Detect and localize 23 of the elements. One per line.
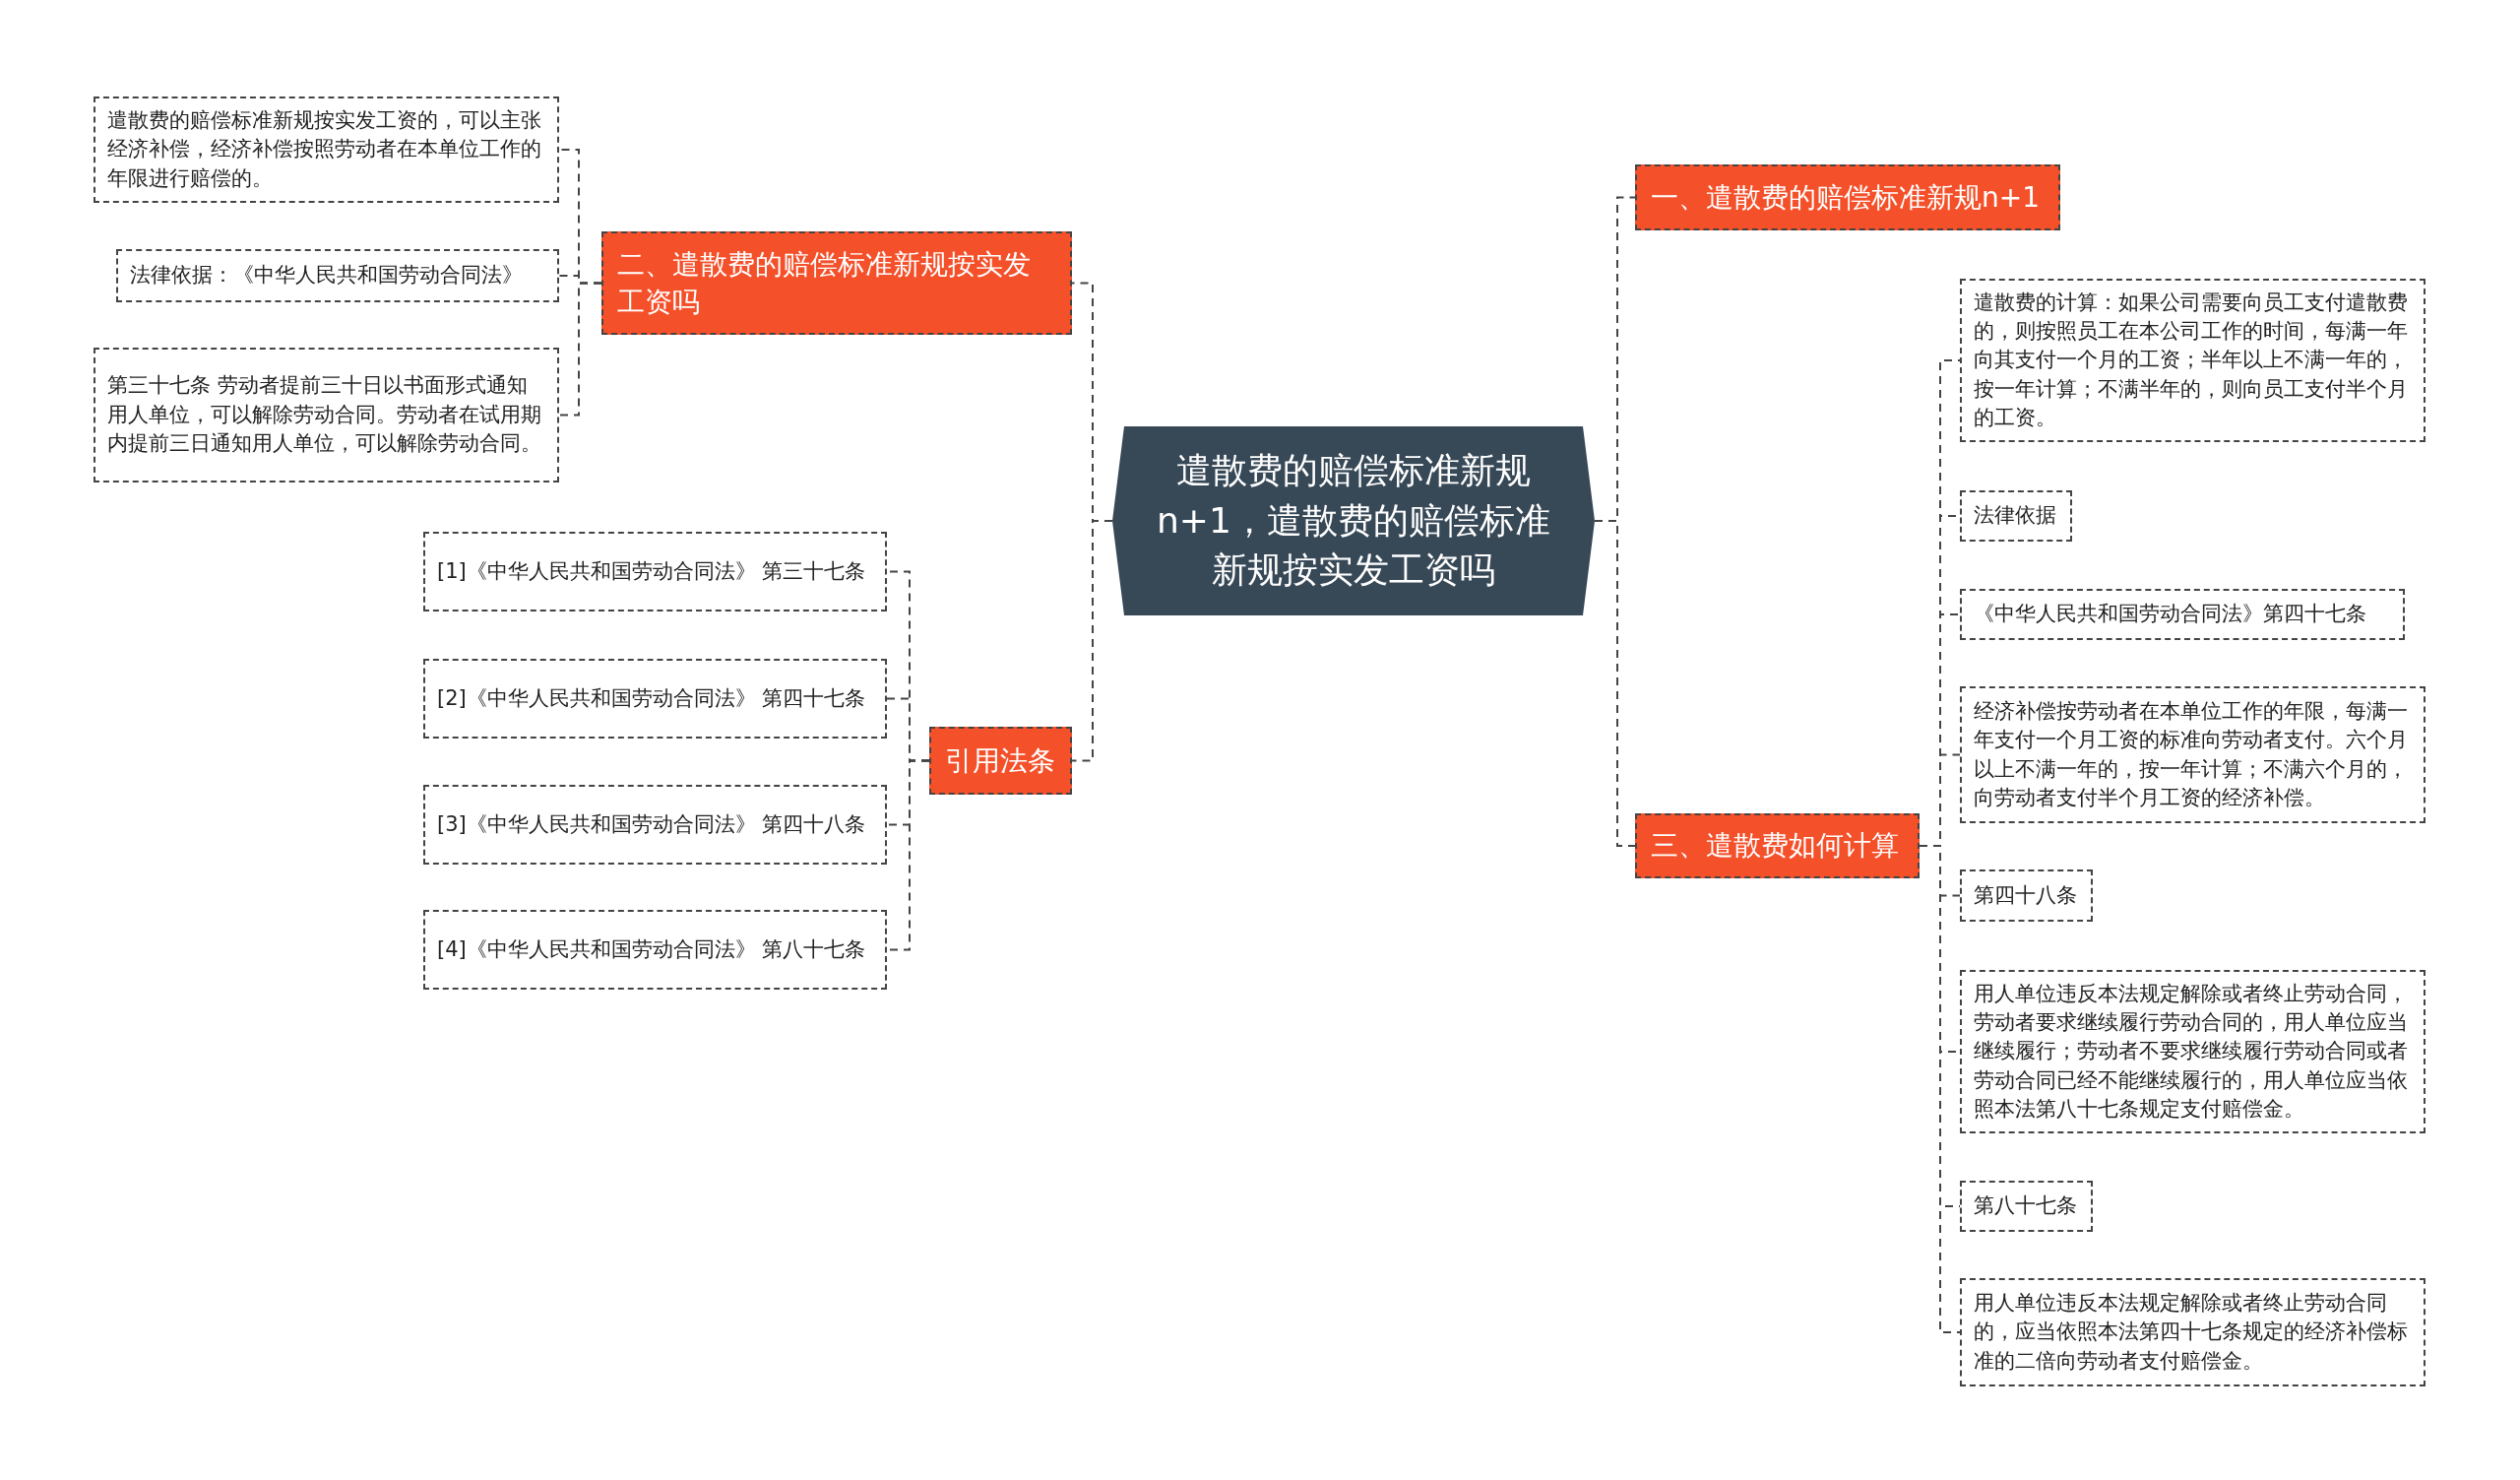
connector-line <box>1071 520 1113 762</box>
text-box: 经济补偿按劳动者在本单位工作的年限，每满一年支付一个月工资的标准向劳动者支付。六个月以上不满一年的，按一年计算；不满六个月的，向劳动者支付半个月工资的经济补偿。 <box>1960 686 2426 823</box>
connector-line <box>558 282 602 417</box>
text-box: 第八十七条 <box>1960 1181 2093 1232</box>
text-box: 法律依据：《中华人民共和国劳动合同法》 <box>116 249 559 302</box>
text-box: 法律依据 <box>1960 490 2072 542</box>
branch-box: 一、遣散费的赔偿标准新规n+1 <box>1635 164 2060 230</box>
text-box: 遣散费的赔偿标准新规按实发工资的，可以主张经济补偿，经济补偿按照劳动者在本单位工作的年限进行赔偿的。 <box>94 97 559 203</box>
text-box: 第三十七条 劳动者提前三十日以书面形式通知用人单位，可以解除劳动合同。劳动者在试用期内提前三日通知用人单位，可以解除劳动合同。 <box>94 348 559 483</box>
text-box: 用人单位违反本法规定解除或者终止劳动合同的，应当依照本法第四十七条规定的经济补偿标准的二倍向劳动者支付赔偿金。 <box>1960 1278 2426 1386</box>
text-box: 《中华人民共和国劳动合同法》第四十七条 <box>1960 589 2405 640</box>
text-box: 第四十八条 <box>1960 869 2093 922</box>
text-box: [3]《中华人民共和国劳动合同法》 第四十八条 <box>423 785 887 865</box>
branch-box: 三、遣散费如何计算 <box>1635 813 1920 878</box>
branch-box: 二、遣散费的赔偿标准新规按实发工资吗 <box>601 231 1072 335</box>
text-box: [1]《中华人民共和国劳动合同法》 第三十七条 <box>423 532 887 611</box>
central-topic: 遣散费的赔偿标准新规n+1，遣散费的赔偿标准新规按实发工资吗 <box>1112 426 1595 615</box>
connector-line <box>1594 520 1636 847</box>
branch-box: 引用法条 <box>929 727 1072 795</box>
text-box: [4]《中华人民共和国劳动合同法》 第八十七条 <box>423 910 887 990</box>
text-box: [2]《中华人民共和国劳动合同法》 第四十七条 <box>423 659 887 739</box>
text-box: 遣散费的计算：如果公司需要向员工支付遣散费的，则按照员工在本公司工作的时间，每满一年向其支付一个月的工资；半年以上不满一年的，按一年计算；不满半年的，则向员工支付半个月的工资。 <box>1960 279 2426 442</box>
text-box: 用人单位违反本法规定解除或者终止劳动合同，劳动者要求继续履行劳动合同的，用人单位应当继续履行；劳动者不要求继续履行劳动合同或者劳动合同已经不能继续履行的，用人单位应当依照本法第八十七条规定支付赔偿金。 <box>1960 970 2426 1133</box>
